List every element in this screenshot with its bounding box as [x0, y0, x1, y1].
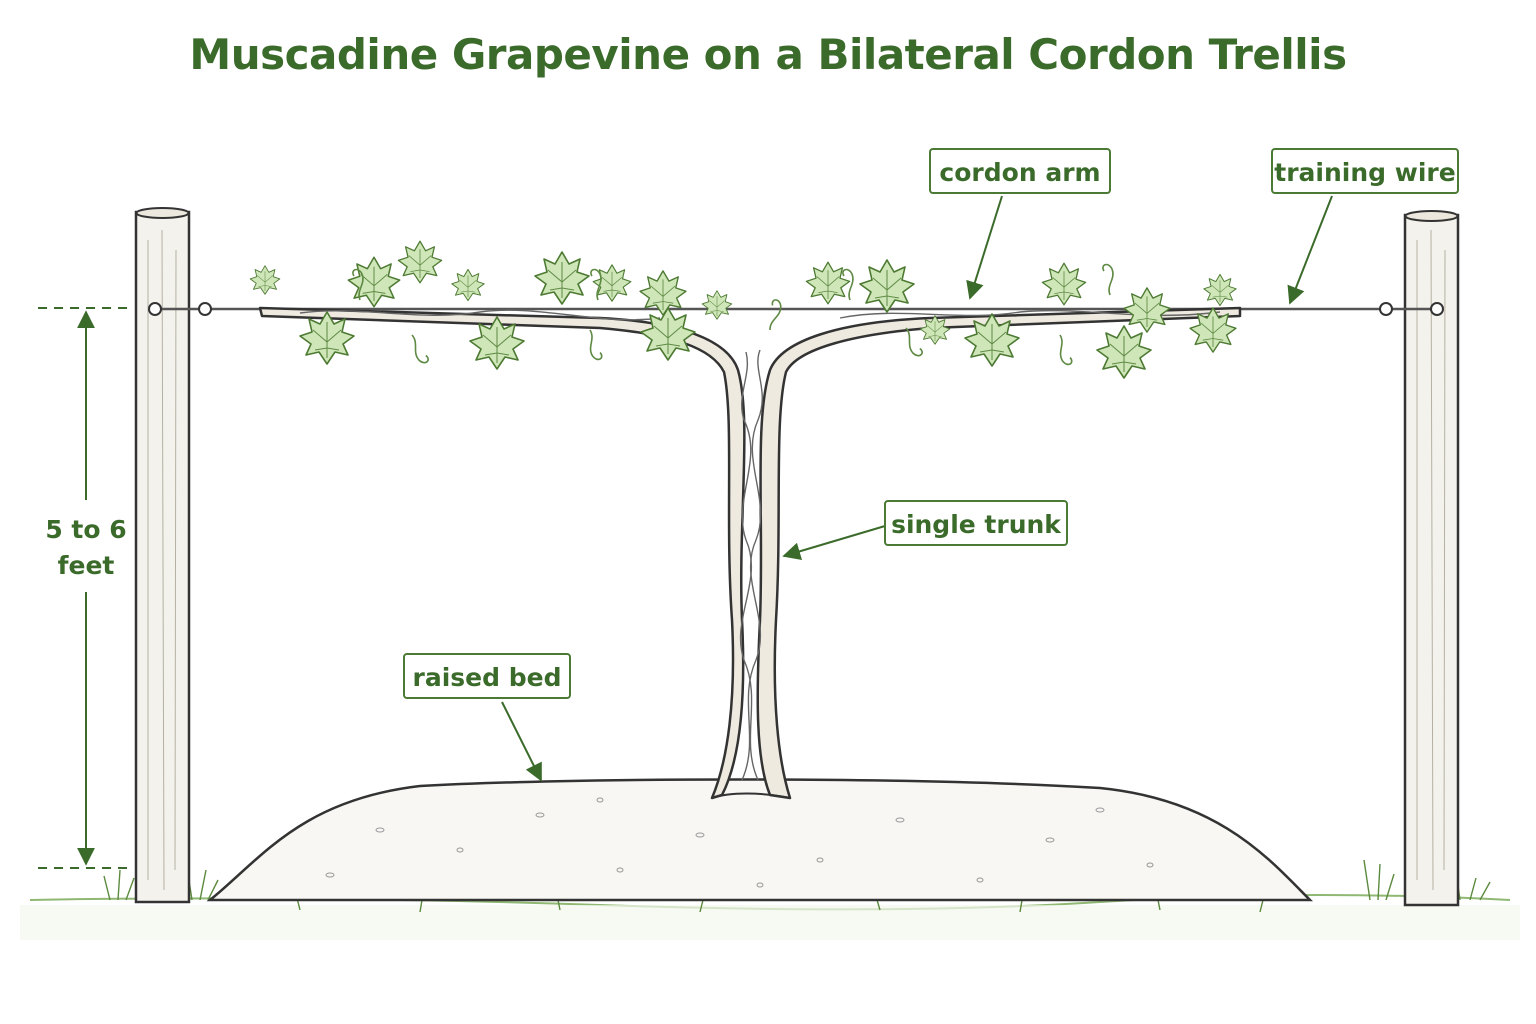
height-dimension: [38, 307, 130, 869]
label-raised-bed: raised bed: [403, 653, 571, 699]
grapevine: [258, 306, 1242, 800]
height-label-line1: 5 to 6: [45, 515, 127, 544]
diagram-title: Muscadine Grapevine on a Bilateral Cordo…: [189, 30, 1347, 79]
callout-arrows: [501, 195, 1333, 782]
raised-bed-mound: [206, 778, 1314, 902]
left-post: [134, 207, 191, 904]
right-post: [1403, 210, 1460, 907]
height-label-line2: feet: [57, 551, 115, 580]
label-training-wire: training wire: [1271, 148, 1459, 194]
height-label: 5 to 6 feet: [40, 512, 132, 584]
label-single-trunk: single trunk: [884, 500, 1068, 546]
label-cordon-arm: cordon arm: [929, 148, 1111, 194]
